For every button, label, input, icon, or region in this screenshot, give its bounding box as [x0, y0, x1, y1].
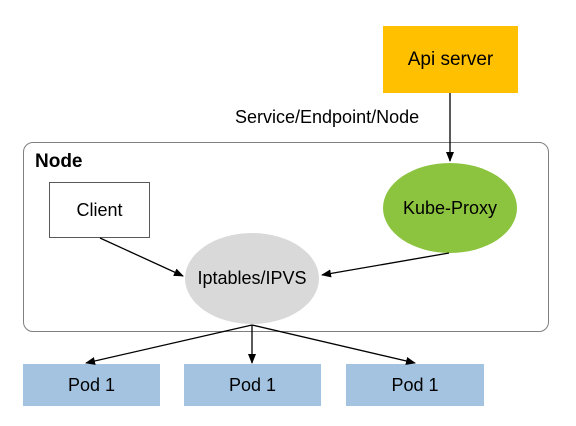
pod-box-2: Pod 1 [184, 364, 321, 406]
api-server-box: Api server [383, 26, 518, 93]
api-server-label: Api server [407, 48, 494, 70]
api-to-proxy-edge-label: Service/Endpoint/Node [235, 107, 420, 127]
pod-label-1: Pod 1 [67, 374, 116, 395]
iptables-ipvs-label: Iptables/IPVS [197, 268, 307, 288]
pod-box-3: Pod 1 [346, 364, 484, 406]
pod-label-2: Pod 1 [228, 374, 277, 395]
node-group-title: Node [35, 151, 83, 172]
kube-proxy-label: Kube-Proxy [402, 197, 498, 218]
iptables-ipvs-node: Iptables/IPVS [185, 233, 319, 324]
client-label: Client [76, 199, 123, 220]
client-box: Client [49, 182, 150, 238]
pod-box-1: Pod 1 [23, 364, 160, 406]
pod-label-3: Pod 1 [391, 374, 439, 395]
kube-proxy-node: Kube-Proxy [383, 163, 517, 253]
